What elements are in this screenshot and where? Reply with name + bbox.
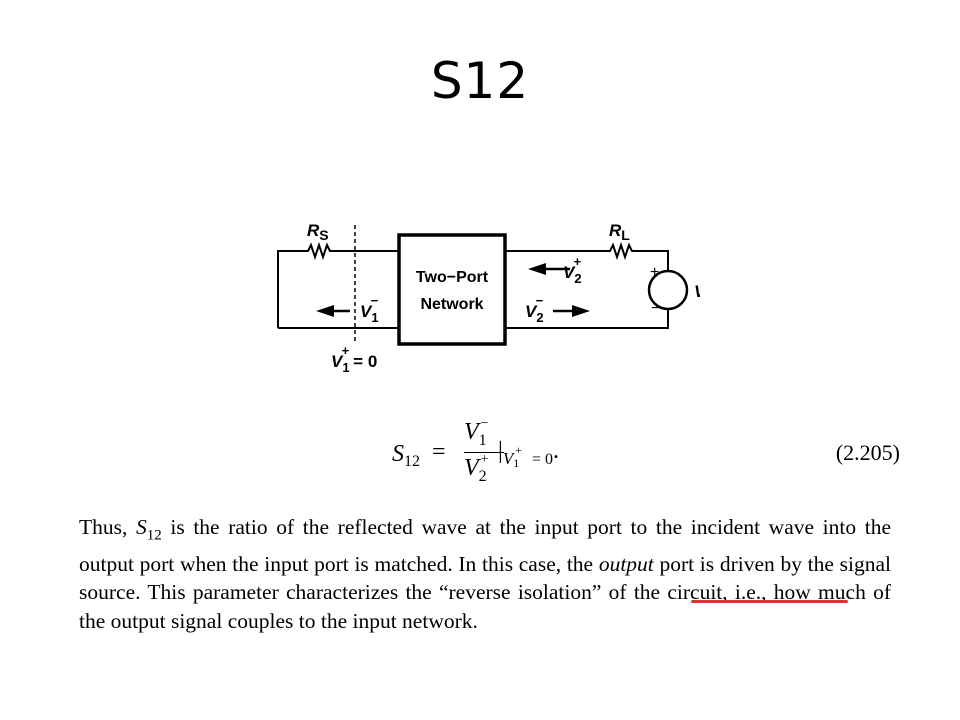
rl-label: RL — [609, 221, 630, 243]
v2-plus-arrow — [528, 263, 570, 275]
v1-minus-label: V1− — [360, 293, 379, 325]
slide-title: S12 — [430, 52, 530, 110]
rs-resistor — [277, 241, 399, 328]
block-label-line1: Two−Port — [416, 269, 489, 286]
equation-number: (2.205) — [835, 440, 900, 465]
equation-condition: |V1+= 0. — [498, 438, 560, 470]
reverse-isolation-highlight — [691, 600, 848, 603]
rl-resistor — [505, 241, 669, 270]
v2-plus-label: V2+ — [563, 254, 582, 286]
source-minus-sign: − — [651, 300, 660, 317]
equation-equals: = — [432, 439, 446, 465]
explanation-paragraph: Thus, S12 is the ratio of the reflected … — [79, 515, 891, 633]
two-port-block — [397, 233, 507, 346]
s12-equation: S12 = V1− V2+ |V1+= 0. (2.205) — [380, 415, 900, 495]
equation-denominator: V2+ — [464, 452, 489, 485]
v1-plus-label: V1+= 0 — [331, 343, 377, 375]
vx-source — [647, 269, 689, 311]
vx-label: VX — [694, 282, 700, 304]
block-label-line2: Network — [420, 296, 483, 313]
equation-lhs: S12 — [392, 441, 420, 470]
fraction-bar — [464, 452, 504, 453]
v2-minus-arrow — [553, 305, 590, 317]
v2-minus-label: V2− — [525, 293, 544, 325]
v1-minus-arrow — [316, 305, 350, 317]
two-port-circuit-diagram: RS RL Two−Port Network V2+ V2− V1− V1+= … — [277, 221, 700, 375]
rs-label: RS — [307, 221, 329, 243]
source-plus-sign: + — [650, 264, 659, 281]
equation-numerator: V1− — [464, 416, 489, 449]
